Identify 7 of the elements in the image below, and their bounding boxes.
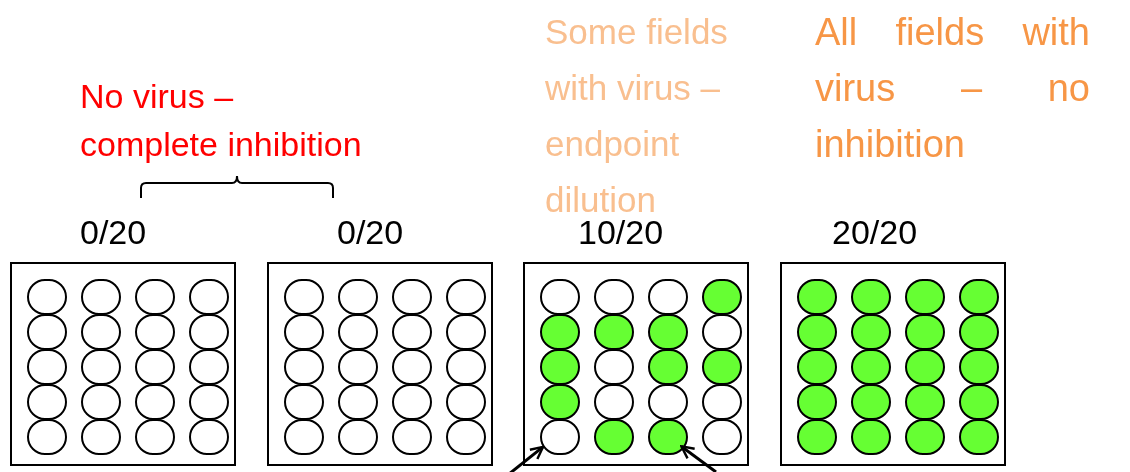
result-caption: All fields with virus – no inhibition [815, 10, 1090, 167]
arrow [680, 445, 717, 472]
positive-count: 20/20 [832, 212, 918, 252]
group-caption: No virus – complete inhibition [80, 76, 363, 165]
positive-count: 0/20 [337, 212, 404, 252]
arrow [508, 445, 545, 472]
positive-count: 0/20 [80, 212, 147, 252]
